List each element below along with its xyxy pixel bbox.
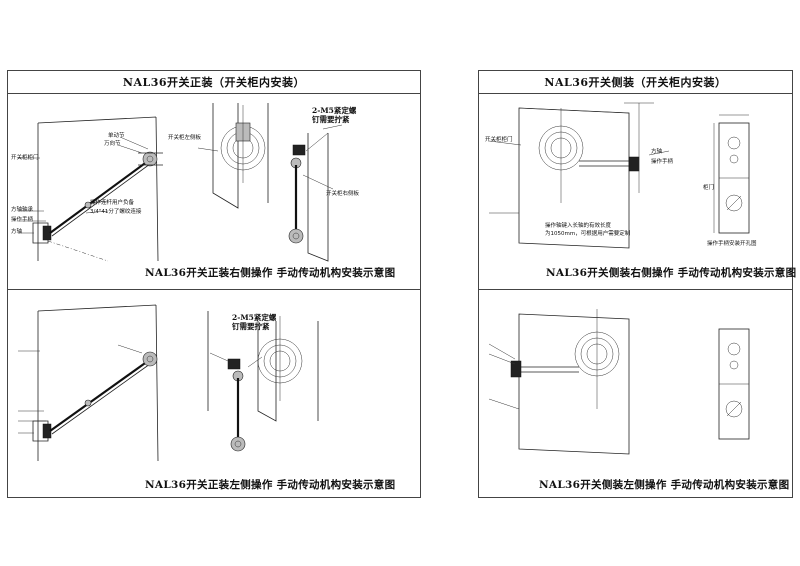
left-top-mechanism-drawing	[197, 103, 343, 262]
right-top-caption: NAL36开关侧装右侧操作 手动传动机构安装示意图	[546, 267, 797, 279]
label-right-handle: 操作手柄	[651, 159, 674, 165]
label-right-note: 操作轴键入长轴的有效长度 为1050mm，可根据用户需要定制	[545, 223, 631, 237]
callout-line-bottom: 2-M5紧定螺 钉需要拧紧	[232, 313, 277, 331]
label-cabinet-door: 开关柜柜门	[11, 155, 39, 161]
label-note: 操作连杆用户负备	[90, 200, 135, 206]
label-right-square-shaft: 方轴	[651, 149, 663, 155]
right-panel: NAL36开关侧装（开关柜内安装） NAL36开关侧装右侧操作 手动传动机构安装…	[478, 70, 797, 498]
right-panel-divider-top	[479, 93, 792, 94]
label-right-door-mount: 操作手柄安装开孔图	[707, 241, 757, 247]
right-panel-divider-middle	[479, 289, 792, 290]
callout-line: 2-M5紧定螺 钉需要拧紧	[312, 106, 357, 124]
label-square-shaft: 方轴	[11, 229, 23, 235]
left-panel-divider-top	[8, 93, 420, 94]
label-handle: 操作手柄	[11, 217, 34, 223]
left-panel-divider-middle	[8, 289, 420, 290]
left-bottom-callout: 2-M5紧定螺 钉需要拧紧	[232, 313, 276, 331]
label-side-plate-right: 开关柜右侧板	[326, 191, 360, 197]
right-panel-title: NAL36开关侧装（开关柜内安装）	[479, 71, 792, 94]
left-panel-title: NAL36开关正装（开关柜内安装）	[8, 71, 420, 94]
right-bottom-mechanism-drawing	[488, 309, 750, 455]
left-top-angled-shaft-drawing	[18, 116, 163, 262]
left-bottom-mechanism-drawing	[207, 311, 319, 452]
left-top-caption: NAL36开关正装右侧操作 手动传动机构安装示意图	[145, 267, 396, 279]
label-side-plate: 开关柜左侧板	[168, 135, 202, 141]
label-note2: 3/4"41分了螺纹连接	[90, 209, 142, 215]
right-bottom-caption: NAL36开关侧装左侧操作 手动传动机构安装示意图	[539, 479, 790, 491]
label-fixed: 单动节	[108, 133, 125, 139]
label-right-cabinet-door: 开关柜柜门	[485, 137, 513, 143]
label-square-shaft-cover: 方轴轴承	[11, 207, 34, 213]
left-panel: NAL36开关正装（开关柜内安装） NAL36开关正装右侧操作 手动传动机构安装…	[7, 70, 421, 498]
right-top-mechanism-drawing	[488, 102, 750, 249]
left-bottom-caption: NAL36开关正装左侧操作 手动传动机构安装示意图	[145, 479, 396, 491]
label-universal-joint: 万向节	[104, 141, 121, 147]
label-right-cabinet-door2: 柜门	[703, 185, 715, 191]
left-bottom-angled-shaft-drawing	[18, 304, 159, 462]
left-top-callout: 2-M5紧定螺 钉需要拧紧	[312, 106, 356, 124]
